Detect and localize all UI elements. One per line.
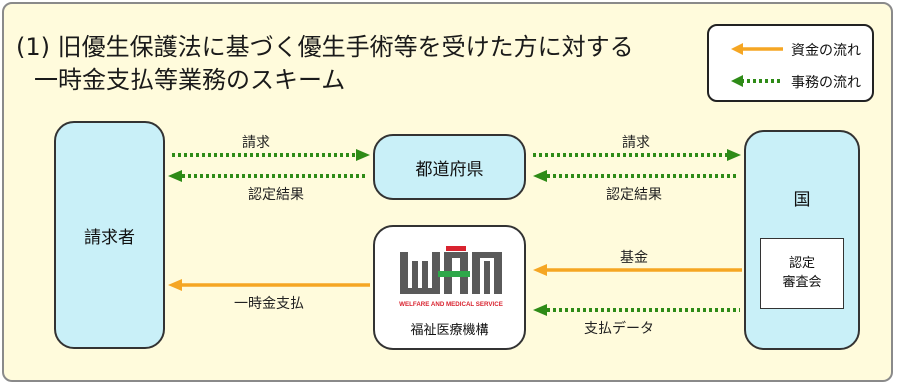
wam-logo-text: WELFARE AND MEDICAL SERVICE <box>399 301 503 308</box>
arrowhead-fund <box>533 264 547 276</box>
label-fund: 基金 <box>620 250 648 266</box>
arrowhead-result-right <box>533 170 547 182</box>
wam-logo-green-bar <box>438 271 470 277</box>
label-lump-sum: 一時金支払 <box>234 296 304 312</box>
wam-node: WELFARE AND MEDICAL SERVICE 福祉医療機構 <box>373 225 526 350</box>
prefecture-node: 都道府県 <box>373 134 526 200</box>
review-label-line1: 認定 <box>788 255 815 271</box>
arrowhead-payment-data <box>533 304 547 316</box>
legend-arrows <box>731 43 783 87</box>
prefecture-label: 都道府県 <box>415 159 484 180</box>
review-label-line2: 審査会 <box>782 274 822 290</box>
diagram-title-line1: (1) 旧優生保護法に基づく優生手術等を受けた方に対する <box>16 33 634 61</box>
legend-funds-arrowhead <box>731 43 743 55</box>
legend-funds-label: 資金の流れ <box>791 43 861 59</box>
label-result-right: 認定結果 <box>606 187 662 203</box>
wam-name-label: 福祉医療機構 <box>410 323 489 338</box>
label-result-left: 認定結果 <box>248 187 304 203</box>
wam-logo: WELFARE AND MEDICAL SERVICE <box>399 246 503 308</box>
diagram-title-line2: 一時金支払等業務のスキーム <box>34 66 346 94</box>
legend-work-label: 事務の流れ <box>791 75 861 91</box>
legend-box: 資金の流れ 事務の流れ <box>707 24 874 102</box>
wam-logo-red-bar <box>446 246 466 251</box>
review-committee-box: 認定 審査会 <box>760 238 844 309</box>
arrowhead-claim-right <box>727 149 741 161</box>
arrowhead-lump-sum <box>168 279 182 291</box>
arrowhead-claim-left <box>356 149 370 161</box>
country-label: 国 <box>793 190 811 210</box>
label-claim-right: 請求 <box>622 135 650 151</box>
label-payment-data: 支払データ <box>584 321 654 337</box>
label-claim-left: 請求 <box>242 135 270 151</box>
legend-work-arrowhead <box>731 75 743 87</box>
arrowhead-result-left <box>168 170 182 182</box>
claimant-node: 請求者 <box>54 121 165 349</box>
claimant-label: 請求者 <box>84 227 135 248</box>
